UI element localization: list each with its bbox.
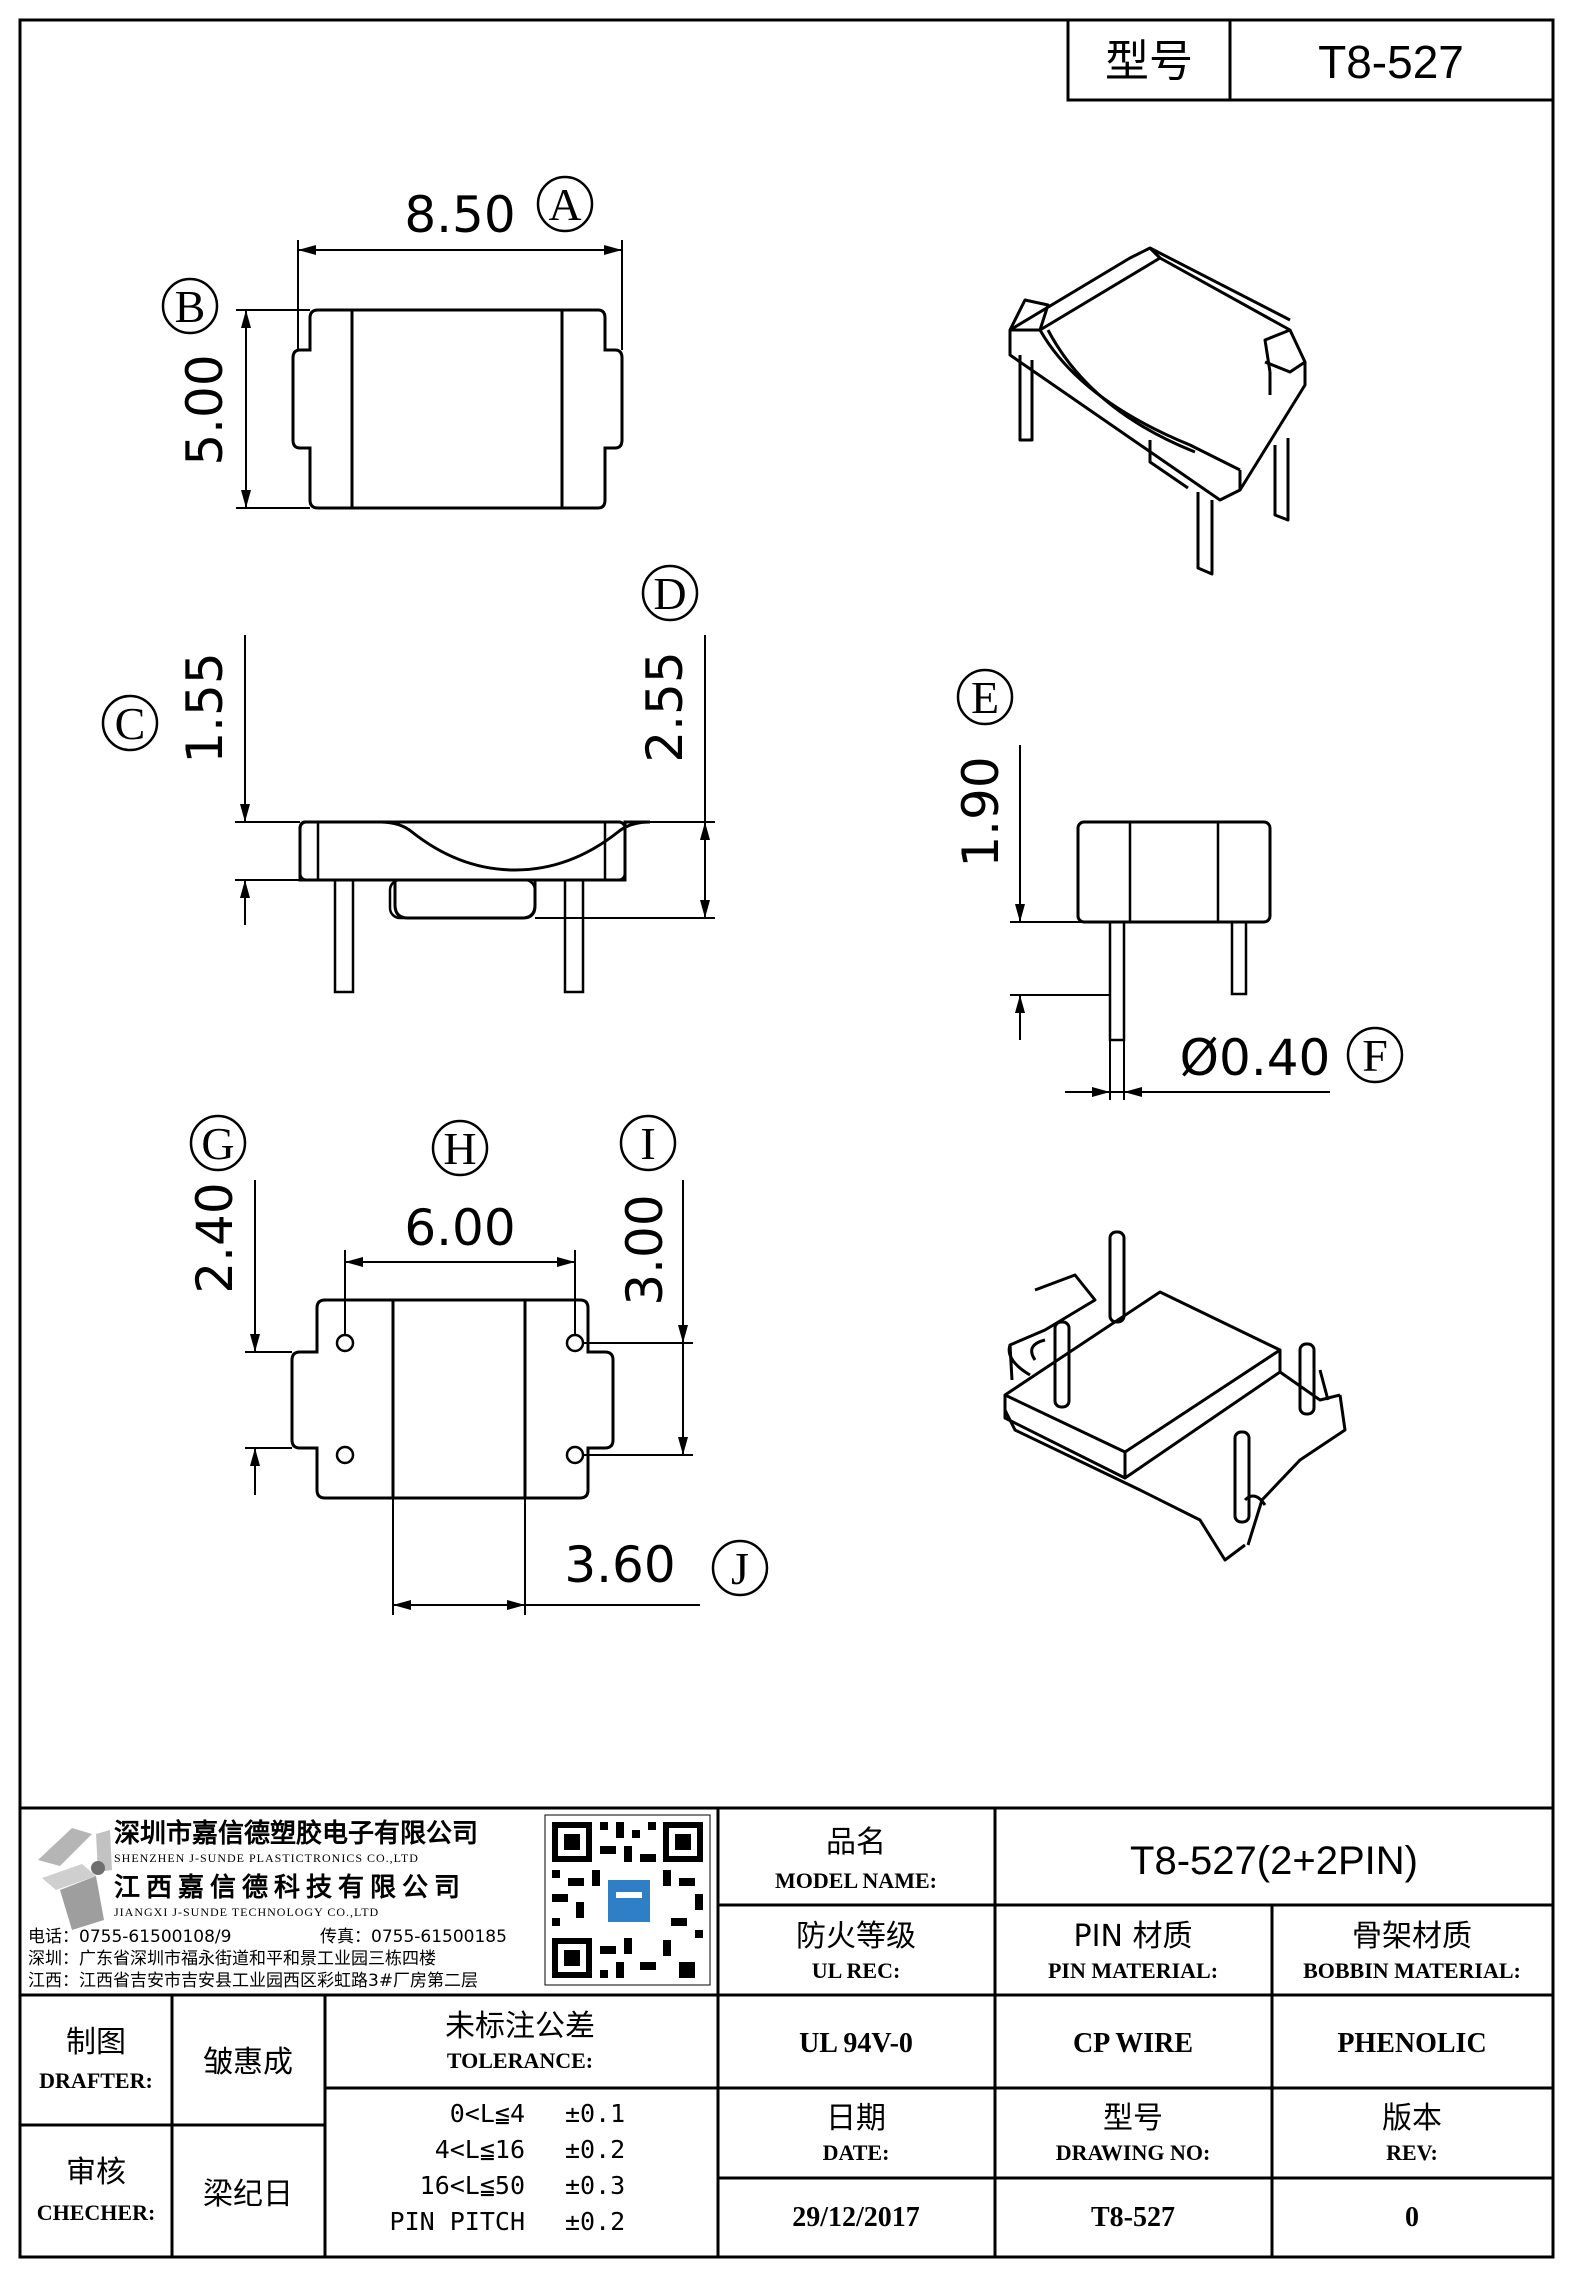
tolerance-value: ±0.2: [565, 2135, 625, 2164]
drawing-no-label-cn: 型号: [1103, 2101, 1163, 2136]
dim-f-value: Ø0.40: [1180, 1029, 1331, 1087]
dim-e-letter: E: [971, 672, 999, 723]
model-name-label-en: MODEL NAME:: [775, 1868, 937, 1893]
header-model-label: 型号: [1105, 36, 1193, 87]
company-name-cn-2: 江西嘉信德科技有限公司: [114, 1873, 466, 1903]
dim-a-letter: A: [548, 179, 581, 230]
isometric-top-view: [1008, 246, 1307, 576]
header-model-box: 型号 T8-527: [1066, 18, 1555, 102]
tolerance-label-en: TOLERANCE:: [447, 2048, 593, 2073]
bobbin-material-value: PHENOLIC: [1337, 2028, 1486, 2059]
model-name-value: T8-527(2+2PIN): [1130, 1839, 1418, 1883]
company-address-jiangxi: 江西：江西省吉安市吉安县工业园西区彩虹路3#厂房第二层: [28, 1971, 478, 1991]
dim-i-letter: I: [640, 1118, 655, 1169]
bobbin-material-label-en: BOBBIN MATERIAL:: [1303, 1958, 1521, 1983]
company-name-cn-1: 深圳市嘉信德塑胶电子有限公司: [114, 1818, 478, 1849]
tolerance-value: ±0.2: [565, 2207, 625, 2236]
dim-d-letter: D: [653, 568, 686, 619]
dim-c-value: 1.55: [176, 652, 234, 763]
model-name-label-cn: 品名: [826, 1825, 886, 1860]
checker-label-en: CHECHER:: [37, 2200, 156, 2225]
company-logo: [38, 1828, 112, 1930]
dim-h-letter: H: [443, 1123, 476, 1174]
drawing-frame: [18, 18, 1555, 2259]
dim-g-letter: G: [201, 1118, 234, 1169]
bobbin-material-label-cn: 骨架材质: [1352, 1919, 1472, 1954]
tolerance-value: ±0.1: [565, 2099, 625, 2128]
company-phone: 电话：0755-61500108/9: [28, 1927, 231, 1947]
date-value: 29/12/2017: [792, 2202, 920, 2233]
ul-value: UL 94V-0: [799, 2028, 913, 2059]
drawing-no-label-en: DRAWING NO:: [1056, 2140, 1211, 2165]
company-info: 深圳市嘉信德塑胶电子有限公司 SHENZHEN J-SUNDE PLASTICT…: [28, 1814, 711, 1991]
drawing-no-value: T8-527: [1091, 2202, 1175, 2233]
ul-label-cn: 防火等级: [796, 1919, 916, 1954]
dim-b-value: 5.00: [176, 354, 234, 465]
ul-label-en: UL REC:: [812, 1958, 901, 1983]
dim-h-value: 6.00: [404, 1199, 515, 1257]
rev-label-cn: 版本: [1382, 2101, 1442, 2136]
company-name-en-2: JIANGXI J-SUNDE TECHNOLOGY CO.,LTD: [114, 1905, 379, 1919]
tolerance-range: PIN PITCH: [390, 2207, 525, 2236]
header-model-value: T8-527: [1318, 36, 1464, 88]
tolerance-range: 16<L≦50: [420, 2171, 525, 2200]
checker-name: 梁纪日: [203, 2177, 293, 2212]
dim-d-value: 2.55: [636, 651, 694, 762]
pin-material-value: CP WIRE: [1073, 2028, 1193, 2059]
side-view: 1.90 E Ø0.40 F: [952, 668, 1404, 1100]
dim-j-letter: J: [731, 1543, 749, 1594]
dim-j-value: 3.60: [564, 1536, 675, 1594]
checker-label-cn: 审核: [66, 2155, 126, 2190]
date-label-en: DATE:: [823, 2140, 890, 2165]
drafter-label-cn: 制图: [66, 2025, 126, 2060]
date-label-cn: 日期: [826, 2101, 886, 2136]
drafter-name: 皱惠成: [203, 2045, 293, 2080]
title-block: 品名 MODEL NAME: T8-527(2+2PIN) 防火等级 UL RE…: [37, 1825, 1521, 2236]
dim-g-value: 2.40: [186, 1182, 244, 1293]
company-fax: 传真：0755-61500185: [320, 1927, 507, 1947]
dim-e-value: 1.90: [952, 756, 1010, 867]
top-view: 8.50 A 5.00 B: [161, 175, 624, 510]
tolerance-label-cn: 未标注公差: [445, 2009, 595, 2044]
pin-material-label-cn: PIN 材质: [1074, 1919, 1193, 1954]
tolerance-value: ±0.3: [565, 2171, 625, 2200]
pin-material-label-en: PIN MATERIAL:: [1048, 1958, 1218, 1983]
rev-label-en: REV:: [1386, 2140, 1438, 2165]
rev-value: 0: [1405, 2202, 1419, 2233]
dim-i-value: 3.00: [616, 1194, 674, 1305]
qr-code-icon: [544, 1814, 711, 1986]
company-name-en-1: SHENZHEN J-SUNDE PLASTICTRONICS CO.,LTD: [114, 1851, 419, 1865]
bottom-view: 6.00 H 2.40 G 3.00 I 3.60 J: [186, 1114, 769, 1615]
front-view: 1.55 C 2.55 D: [101, 564, 715, 994]
title-block-grid: [20, 1808, 1553, 2257]
dim-a-value: 8.50: [404, 186, 515, 244]
dim-c-letter: C: [115, 698, 146, 749]
tolerance-range: 4<L≦16: [435, 2135, 525, 2164]
isometric-bottom-view: [1003, 1230, 1347, 1562]
dim-b-letter: B: [175, 281, 206, 332]
drafter-label-en: DRAFTER:: [39, 2068, 153, 2093]
tolerance-range: 0<L≦4: [450, 2099, 525, 2128]
dim-f-letter: F: [1362, 1030, 1388, 1081]
company-address-shenzhen: 深圳：广东省深圳市福永街道和平和景工业园三栋四楼: [28, 1949, 436, 1969]
